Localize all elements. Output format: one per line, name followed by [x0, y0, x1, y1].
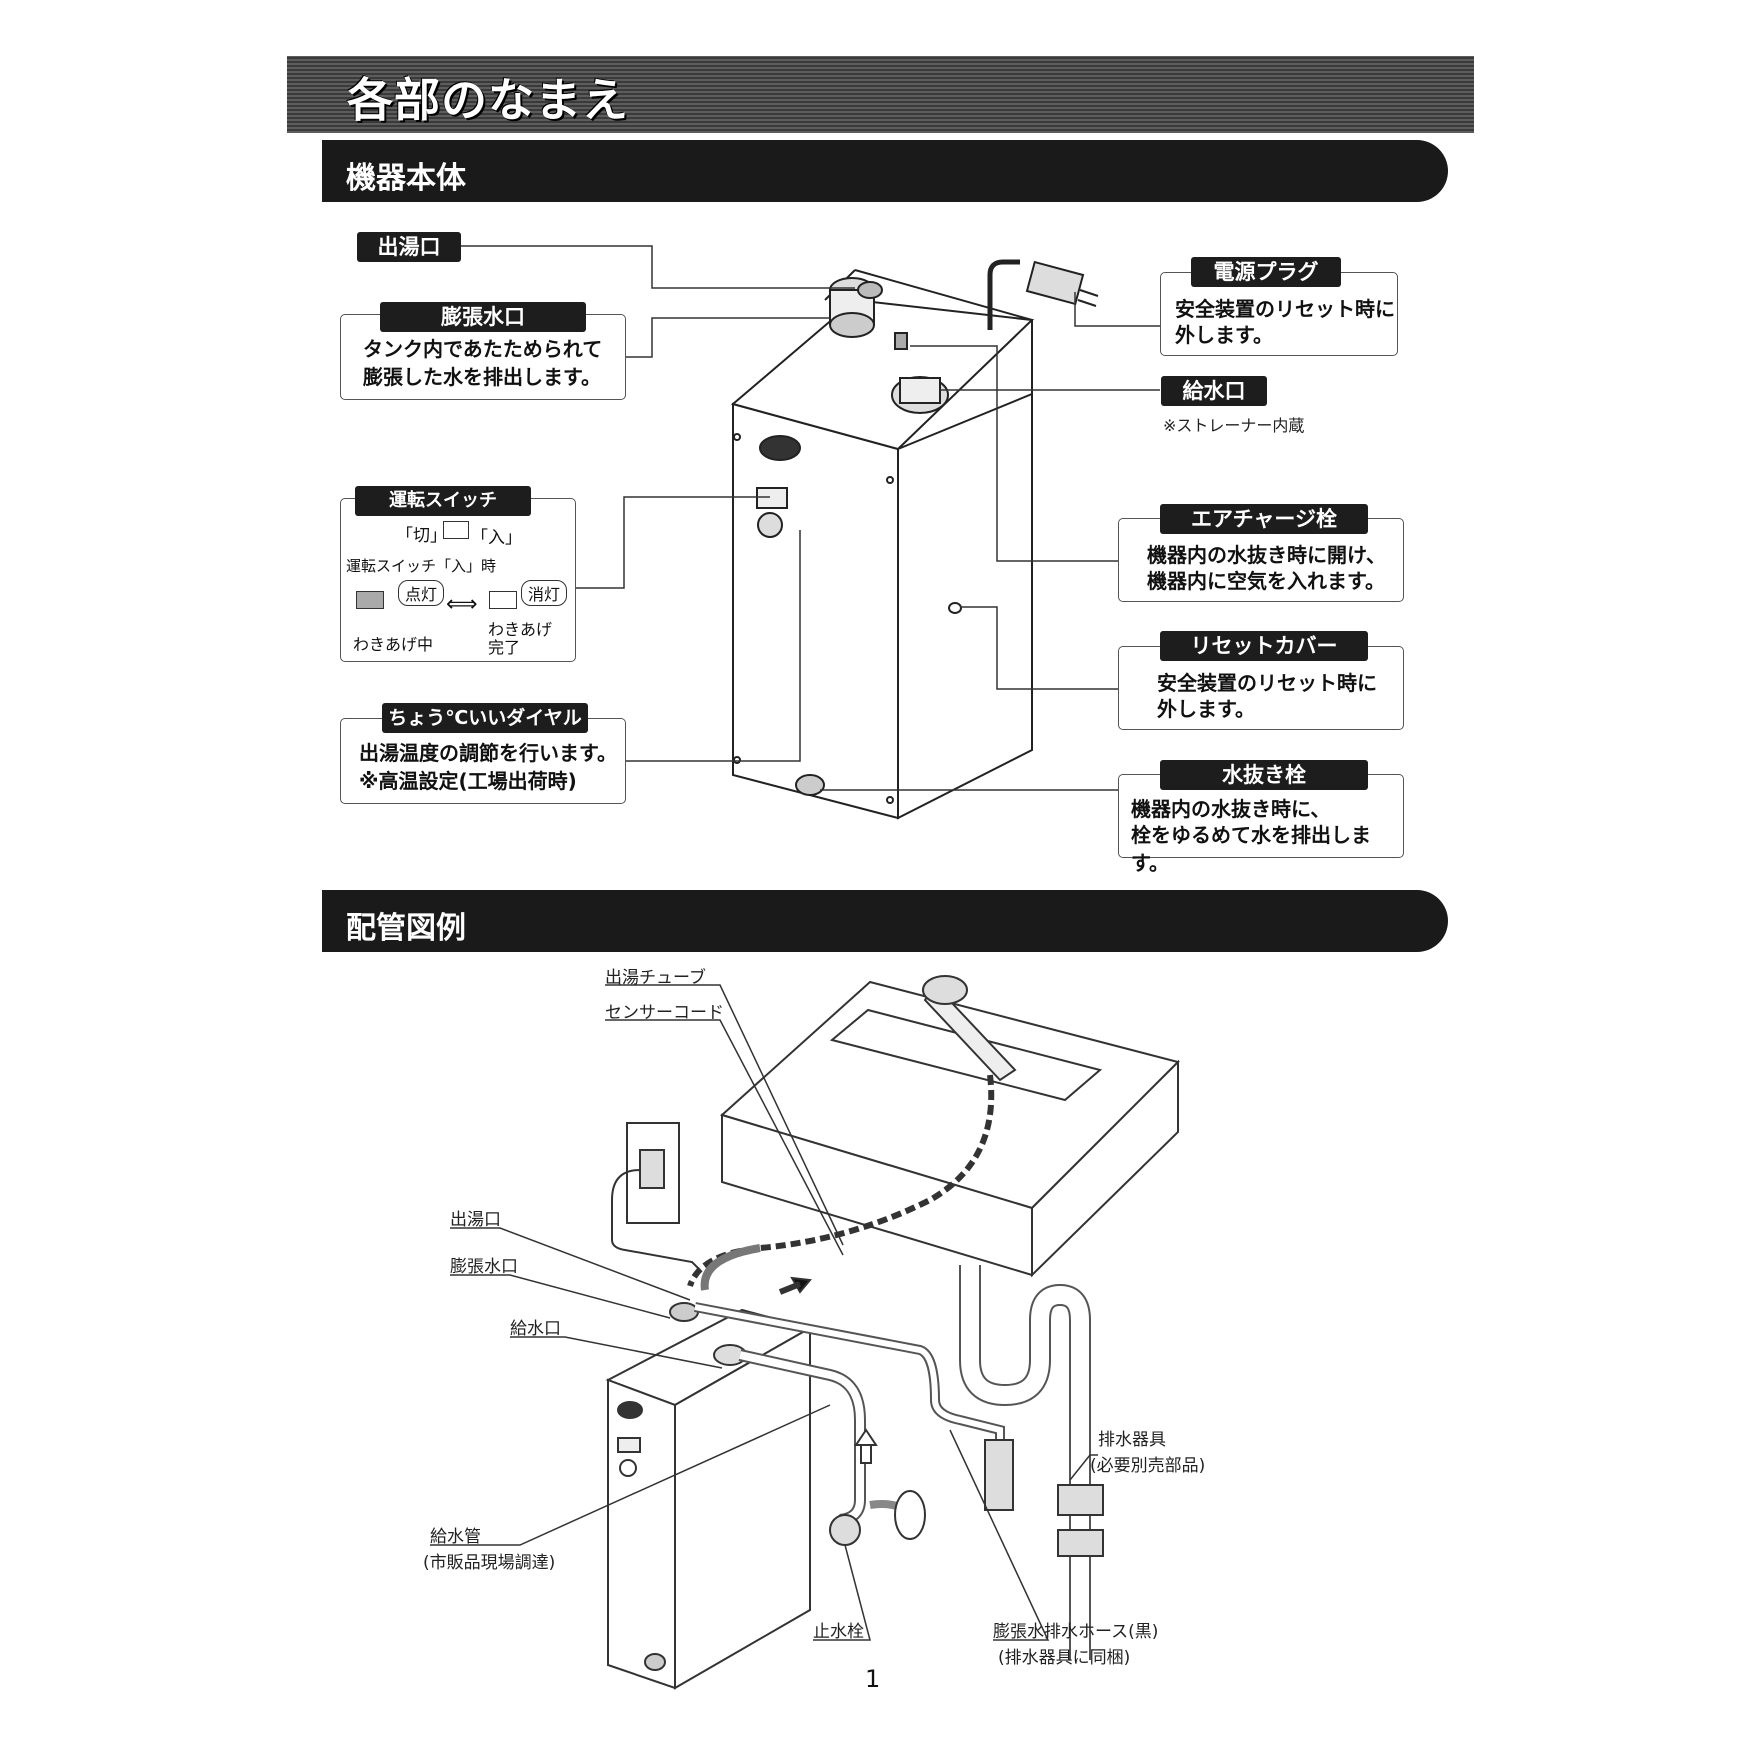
label-drain-fixture-note: (必要別売部品) — [1090, 1456, 1206, 1476]
switch-on: 「入」 — [471, 528, 522, 548]
dial-tag: ちょう℃いいダイヤル — [382, 703, 588, 733]
plug-tag: 電源プラグ — [1191, 257, 1341, 287]
air-desc-1: 機器内の水抜き時に開け、 — [1147, 543, 1386, 567]
dial-desc-2: ※高温設定(工場出荷時) — [359, 769, 577, 793]
label-supply-pipe: 給水管 — [430, 1527, 481, 1547]
label-supply-pipe-note: (市販品現場調達) — [423, 1553, 556, 1573]
section-title: 機器本体 — [346, 161, 466, 196]
label-sensor-cord: センサーコード — [605, 1003, 724, 1023]
label-expansion-hose-note: (排水器具に同梱) — [998, 1648, 1131, 1668]
lamp-lit-icon — [356, 591, 384, 609]
reset-desc-2: 外します。 — [1157, 697, 1255, 721]
section-header-unit: 機器本体 — [322, 140, 1448, 202]
switch-when-on: 運転スイッチ「入」時 — [346, 557, 497, 575]
switch-box: 「切」 「入」 運転スイッチ「入」時 点灯 ⟺ 消灯 わきあげ中 わきあげ 完了 — [340, 498, 576, 662]
done-label-1: わきあげ — [488, 620, 553, 639]
label-outlet: 出湯口 — [450, 1210, 501, 1230]
outlet-tag: 出湯口 — [357, 232, 461, 262]
switch-icon — [443, 521, 469, 539]
done-label-2: 完了 — [488, 638, 521, 657]
page-title: 各部のなまえ — [347, 73, 629, 127]
lamp-unlit-icon — [489, 591, 517, 609]
label-expansion-hose: 膨張水排水ホース(黒) — [993, 1622, 1159, 1642]
expansion-desc-2: 膨張した水を排出します。 — [363, 365, 601, 389]
drain-desc-2: 栓をゆるめて水を排出します。 — [1131, 823, 1371, 875]
inlet-note: ※ストレーナー内蔵 — [1163, 416, 1305, 435]
label-drain-fixture: 排水器具 — [1098, 1430, 1166, 1450]
lit-label: 点灯 — [398, 580, 445, 606]
switch-off: 「切」 — [396, 526, 447, 546]
double-arrow-icon: ⟺ — [446, 592, 478, 617]
heating-label: わきあげ中 — [353, 635, 434, 654]
expansion-desc-1: タンク内であたためられて — [363, 337, 603, 361]
plug-desc-2: 外します。 — [1175, 323, 1273, 347]
drain-tag: 水抜き栓 — [1160, 760, 1368, 790]
air-desc-2: 機器内に空気を入れます。 — [1147, 569, 1385, 593]
expansion-tag: 膨張水口 — [380, 302, 586, 332]
unlit-label: 消灯 — [521, 580, 568, 606]
done-label: わきあげ 完了 — [488, 621, 552, 657]
page-number: 1 — [865, 1665, 881, 1693]
plug-desc-1: 安全装置のリセット時に — [1175, 297, 1395, 321]
label-stop-valve: 止水栓 — [813, 1622, 864, 1642]
switch-tag: 運転スイッチ — [355, 486, 531, 516]
label-expansion: 膨張水口 — [450, 1257, 518, 1277]
reset-tag: リセットカバー — [1160, 631, 1368, 661]
reset-desc-1: 安全装置のリセット時に — [1157, 671, 1377, 695]
section-header-piping: 配管図例 — [322, 890, 1448, 952]
section-title: 配管図例 — [346, 911, 466, 946]
title-bar: 各部のなまえ — [287, 56, 1474, 133]
inlet-tag: 給水口 — [1161, 376, 1267, 406]
label-inlet: 給水口 — [510, 1319, 561, 1339]
air-tag: エアチャージ栓 — [1160, 504, 1368, 534]
label-outlet-tube: 出湯チューブ — [605, 968, 706, 988]
drain-desc-1: 機器内の水抜き時に、 — [1131, 797, 1331, 821]
dial-desc-1: 出湯温度の調節を行います。 — [359, 741, 617, 765]
